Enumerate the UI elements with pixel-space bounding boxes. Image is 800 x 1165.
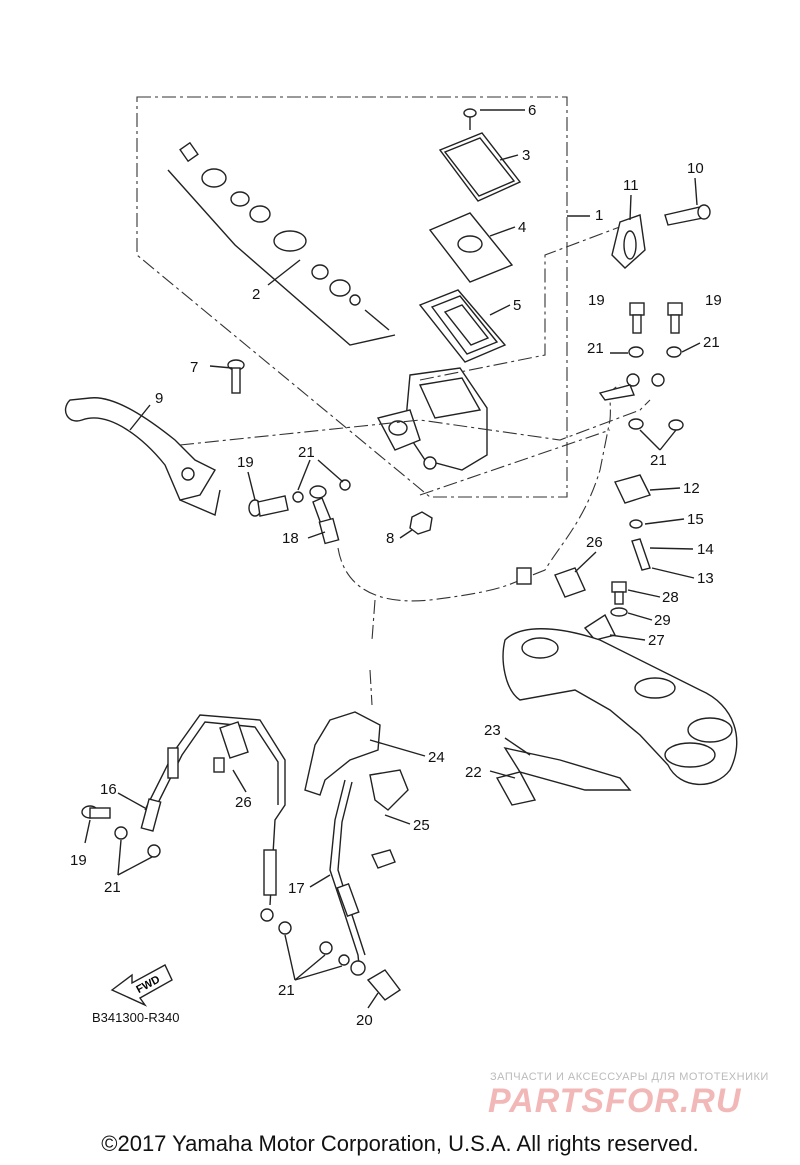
hose-clamp-lower-part — [213, 721, 249, 773]
union-bolt-lower-part — [81, 805, 111, 819]
callout-21d: 21 — [650, 452, 667, 469]
bolt-part — [629, 302, 683, 334]
reservoir-cap-part — [438, 132, 522, 202]
callout-21c: 21 — [703, 334, 720, 351]
nut-part — [409, 511, 433, 535]
callout-22: 22 — [465, 764, 482, 781]
callout-15: 15 — [687, 511, 704, 528]
copyright-notice: ©2017 Yamaha Motor Corporation, U.S.A. A… — [101, 1131, 699, 1156]
callout-8: 8 — [386, 530, 394, 547]
callout-19b: 19 — [588, 292, 605, 309]
brake-switch-part — [614, 474, 651, 504]
callout-1: 1 — [595, 207, 603, 224]
callout-20: 20 — [356, 1012, 373, 1029]
callout-labels: 1 2 3 4 5 6 7 8 9 10 11 12 13 14 15 16 1… — [70, 102, 722, 1029]
bracket-part — [495, 746, 632, 806]
drawing-code: B341300-R340 — [92, 1010, 180, 1025]
master-cylinder-part — [376, 367, 488, 471]
callout-11: 11 — [623, 177, 639, 194]
callout-21e: 21 — [104, 879, 121, 896]
brake-lever-part — [64, 397, 221, 516]
callout-27: 27 — [648, 632, 665, 649]
holder-bolt-part — [664, 204, 711, 226]
brake-hose-upper-part — [309, 485, 340, 545]
guide-bolt-part — [371, 849, 396, 869]
diaphragm-plate-part — [428, 212, 514, 283]
hose-joint-part — [598, 373, 665, 401]
brake-hose-mid-part — [329, 779, 366, 976]
watermark-brand: PARTSFOR.RU — [488, 1082, 742, 1120]
callout-21a: 21 — [298, 444, 315, 461]
callout-12: 12 — [683, 480, 700, 497]
diaphragm-part — [418, 289, 507, 363]
callout-13: 13 — [697, 570, 714, 587]
hose-guide-part — [304, 711, 409, 811]
callout-9: 9 — [155, 390, 163, 407]
forward-arrow-icon: FWD — [110, 964, 173, 1007]
callout-21f: 21 — [278, 982, 295, 999]
under-bracket-part — [502, 628, 738, 786]
union-bolt-part — [248, 495, 289, 517]
callout-2: 2 — [252, 286, 260, 303]
leader-lines — [84, 109, 701, 1009]
callout-28: 28 — [662, 589, 679, 606]
watermark-tagline: ЗАПЧАСТИ И АКСЕССУАРЫ ДЛЯ МОТОТЕХНИКИ — [490, 1071, 769, 1083]
callout-18: 18 — [282, 530, 299, 547]
bracket-bolt-part — [611, 581, 627, 605]
callout-7: 7 — [190, 359, 198, 376]
callout-14: 14 — [697, 541, 714, 558]
callout-16: 16 — [100, 781, 117, 798]
hose-clamp-part — [516, 567, 586, 598]
callout-29: 29 — [654, 612, 671, 629]
brake-hose-lower-part — [140, 714, 286, 922]
pivot-bolt-part — [227, 359, 245, 394]
callout-24: 24 — [428, 749, 445, 766]
callout-19c: 19 — [705, 292, 722, 309]
handlebar-holder-part — [611, 214, 646, 269]
union-bolt-20-part — [366, 969, 402, 1001]
callout-5: 5 — [513, 297, 521, 314]
callout-3: 3 — [522, 147, 530, 164]
callout-6: 6 — [528, 102, 536, 119]
assembly-boundary — [136, 96, 568, 498]
callout-4: 4 — [518, 219, 526, 236]
piston-kit-part — [167, 141, 396, 346]
callout-26a: 26 — [586, 534, 603, 551]
callout-19d: 19 — [70, 852, 87, 869]
screw-part — [463, 108, 477, 130]
callout-17: 17 — [288, 880, 305, 897]
callout-10: 10 — [687, 160, 704, 177]
callout-23: 23 — [484, 722, 501, 739]
callout-19a: 19 — [237, 454, 254, 471]
callout-26b: 26 — [235, 794, 252, 811]
callout-21b: 21 — [587, 340, 604, 357]
callout-25: 25 — [413, 817, 430, 834]
